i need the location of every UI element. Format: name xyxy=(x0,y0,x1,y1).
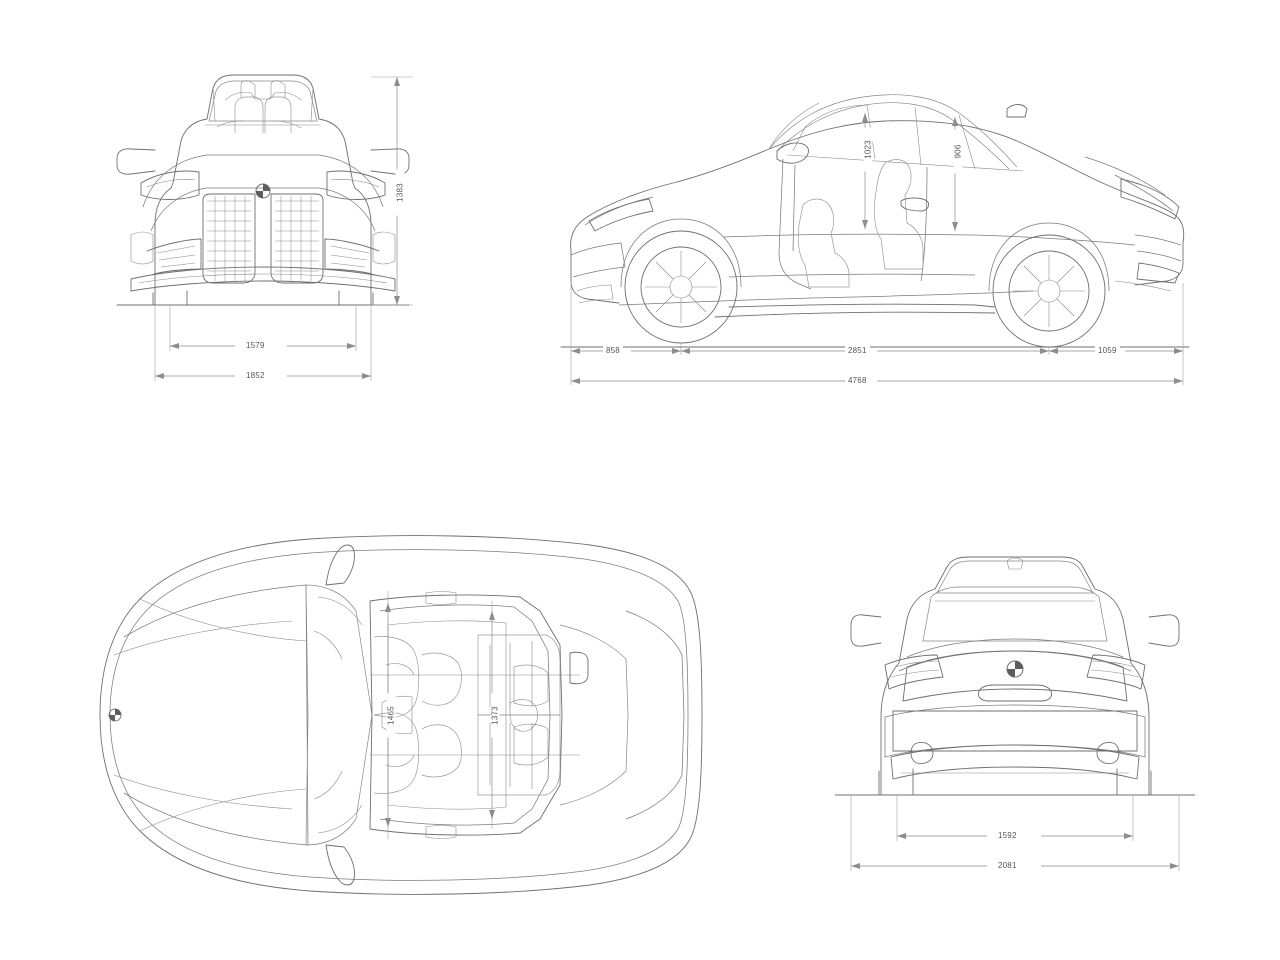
top-view-rear-shoulder-value: 1373 xyxy=(490,693,500,738)
dim-overall-width xyxy=(154,305,372,381)
dim-rear-shoulder-room xyxy=(489,601,495,829)
dim-front-shoulder-room xyxy=(385,591,391,839)
side-view-overall-length-value: 4768 xyxy=(845,376,870,385)
side-view-drawing xyxy=(560,94,1190,385)
top-view: 1465 1373 xyxy=(70,515,730,915)
front-seats xyxy=(373,636,462,794)
side-view-front-overhang-value: 858 xyxy=(603,346,623,355)
side-view-rear-overhang-value: 1059 xyxy=(1095,346,1120,355)
side-view-wheelbase-value: 2851 xyxy=(845,346,870,355)
front-wheel xyxy=(620,218,742,344)
dim-rear-track xyxy=(896,795,1134,841)
front-view-track-value: 1579 xyxy=(243,341,268,350)
rear-view-width-mirrors-value: 2081 xyxy=(995,861,1020,870)
side-view-rear-headroom-value: 906 xyxy=(953,129,963,174)
dim-width-with-mirrors xyxy=(850,795,1180,871)
bmw-roundel-rear xyxy=(1006,660,1024,678)
dim-side-chain xyxy=(570,281,1184,385)
rear-wheel xyxy=(988,222,1110,348)
rear-seats xyxy=(477,634,561,796)
top-view-drawing xyxy=(99,535,703,895)
dim-overall-height xyxy=(371,76,413,306)
side-view-front-headroom-value: 1023 xyxy=(863,127,873,172)
rear-view-track-value: 1592 xyxy=(995,831,1020,840)
rear-view: 1592 2081 xyxy=(835,545,1195,885)
side-view: 1023 906 858 2851 1059 4768 xyxy=(555,55,1195,400)
front-view-width-value: 1852 xyxy=(243,371,268,380)
bmw-roundel-hood xyxy=(108,708,122,722)
front-view-height-value: 1383 xyxy=(395,169,405,216)
bmw-roundel-front xyxy=(255,183,271,199)
rear-view-drawing xyxy=(835,556,1195,871)
top-view-front-shoulder-value: 1465 xyxy=(386,693,396,738)
front-view: 1383 1579 1852 xyxy=(95,55,425,400)
dim-front-track xyxy=(169,305,357,351)
